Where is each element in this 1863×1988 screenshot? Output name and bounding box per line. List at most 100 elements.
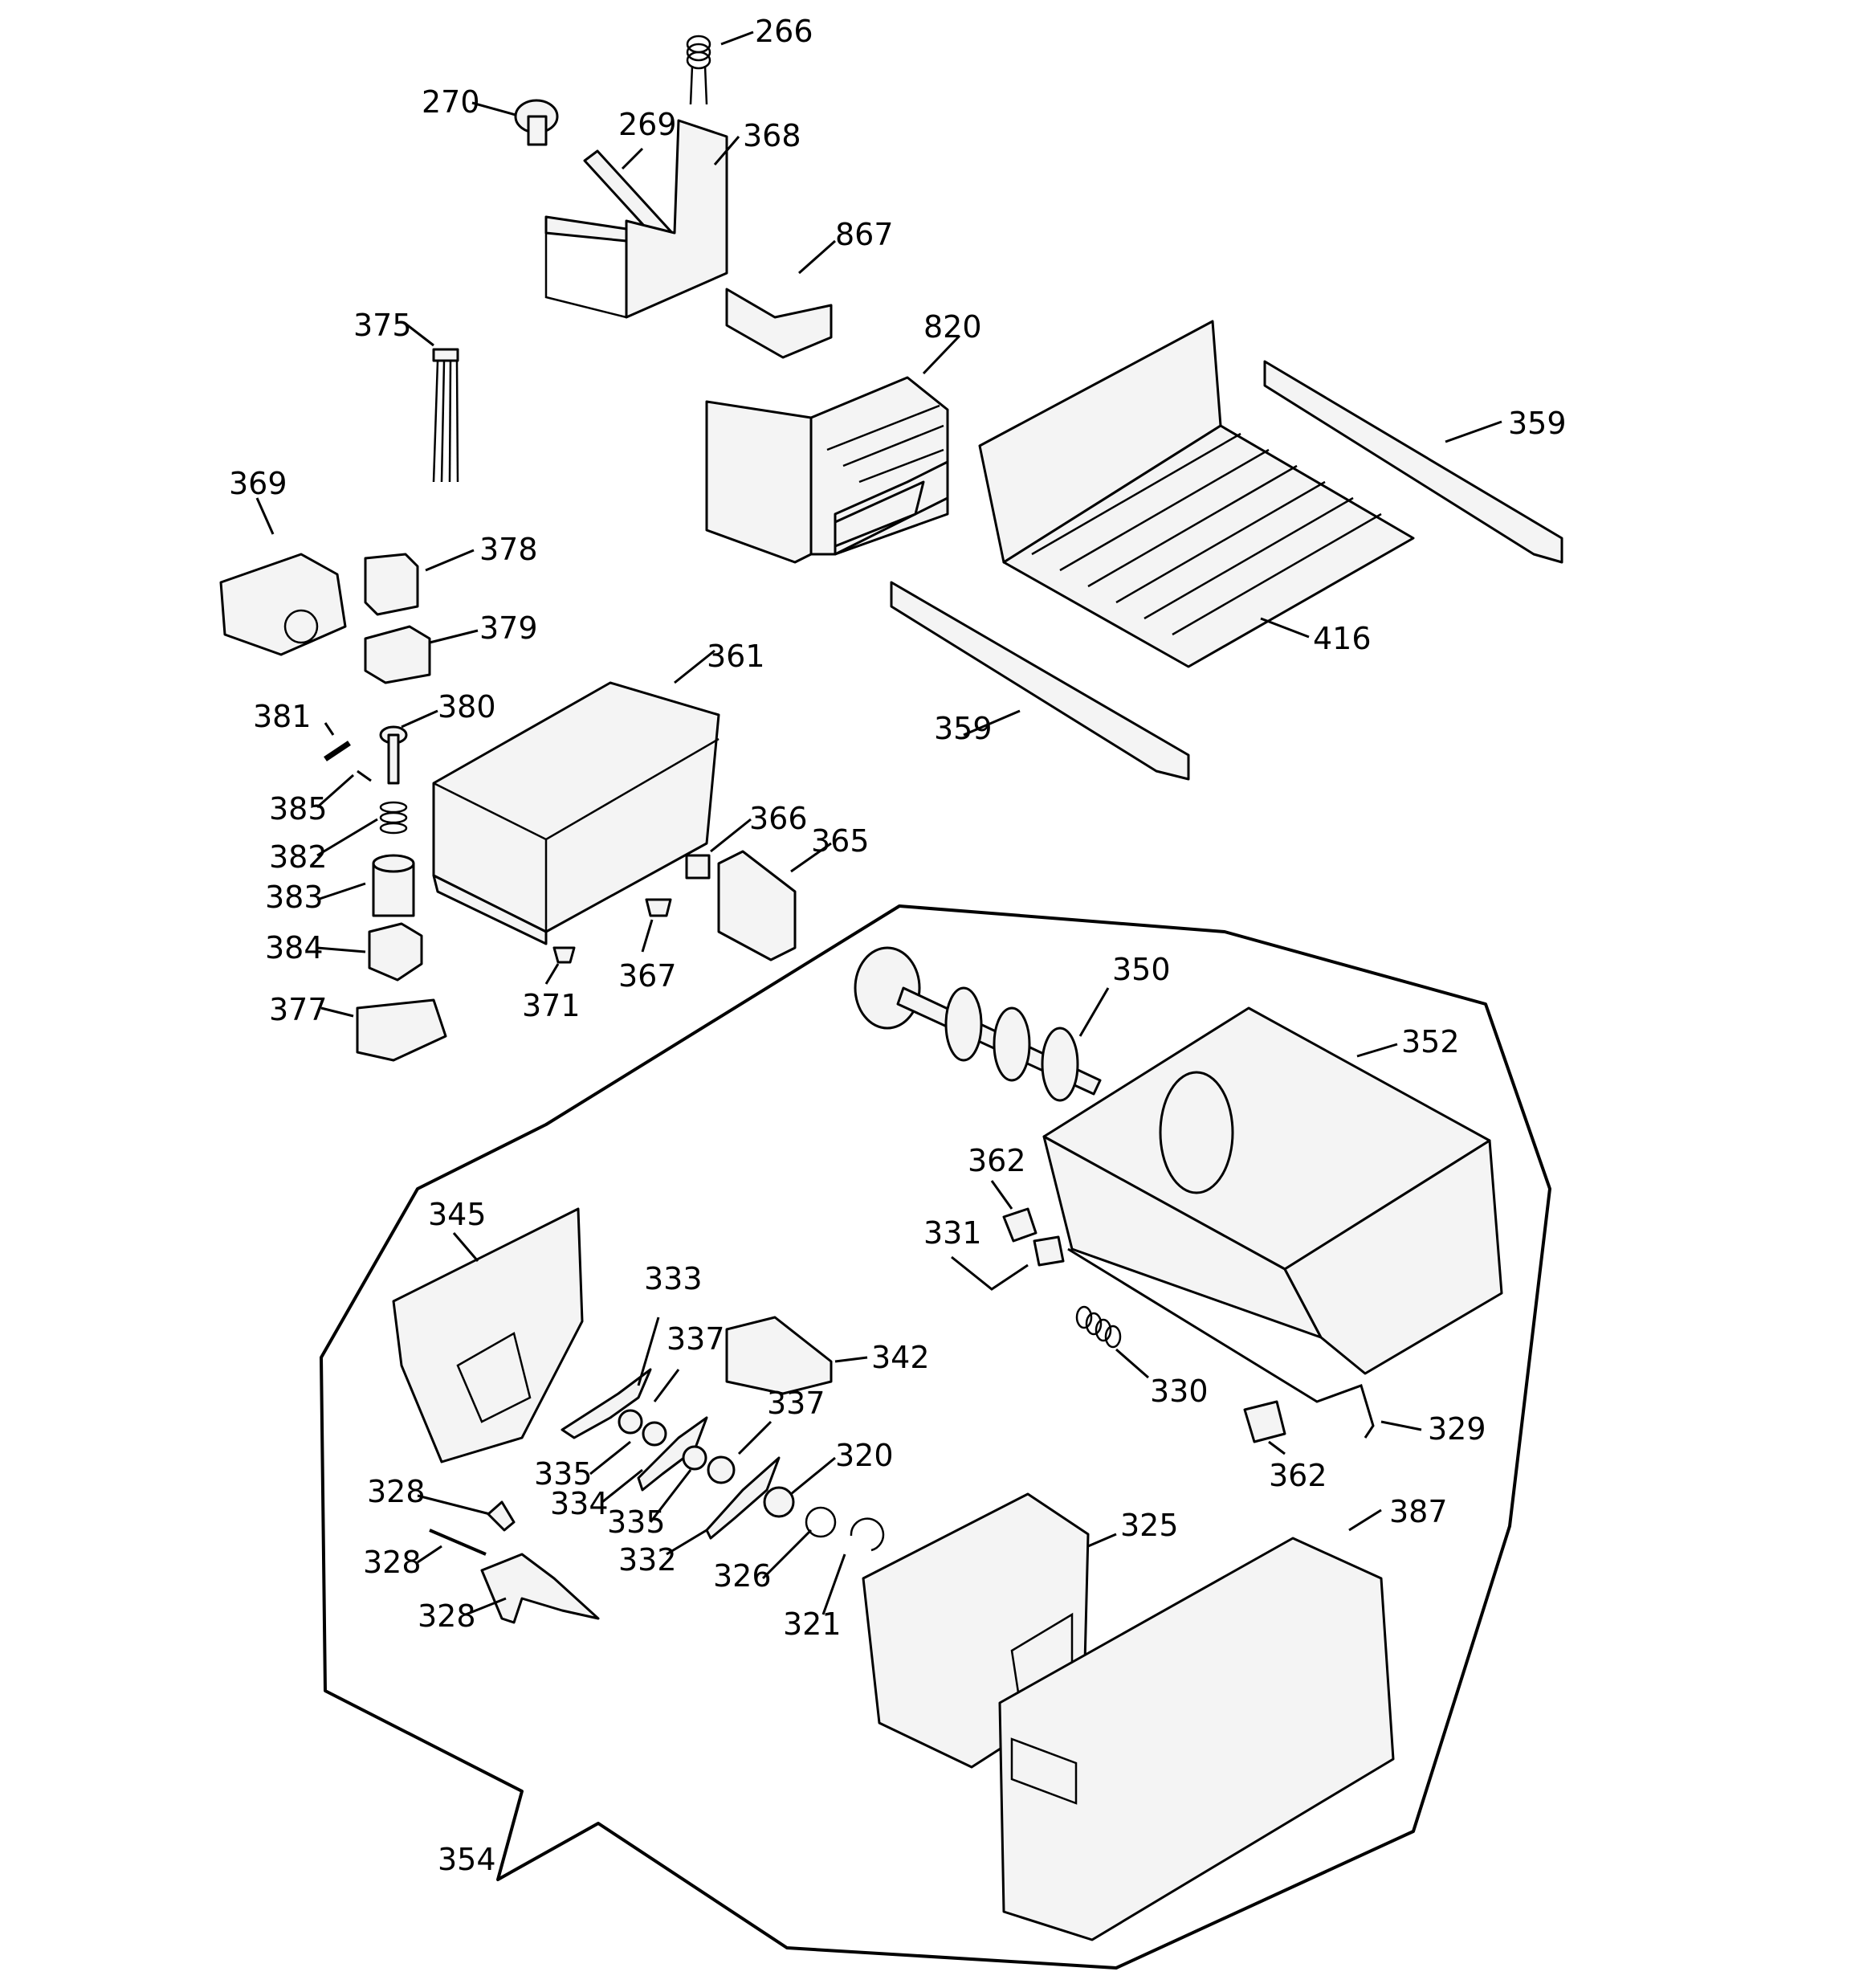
assembly-354-outline xyxy=(320,904,1551,1970)
part-350-auger xyxy=(854,946,1102,1102)
part-320-bearing xyxy=(763,1486,795,1518)
callout-331: 331 xyxy=(923,1215,982,1251)
callout-333: 333 xyxy=(644,1261,703,1296)
part-342-cam xyxy=(725,1316,833,1395)
callout-365: 365 xyxy=(811,823,870,859)
callout-350: 350 xyxy=(1112,952,1171,987)
part-387-door xyxy=(998,1537,1395,1941)
part-365-guard xyxy=(717,850,797,961)
callout-335-upper: 335 xyxy=(534,1456,593,1492)
part-383-sleeve xyxy=(372,854,415,917)
callout-387: 387 xyxy=(1389,1494,1448,1529)
callout-379: 379 xyxy=(479,610,538,646)
part-367-screw xyxy=(645,898,672,917)
part-378-solenoid xyxy=(364,553,419,616)
part-337-washer-a xyxy=(618,1409,643,1435)
part-368-bracket xyxy=(544,119,728,319)
part-332-blade xyxy=(705,1456,781,1540)
part-366-clip xyxy=(685,854,711,880)
part-352-bucket xyxy=(1042,1006,1503,1375)
part-820-ice-maker xyxy=(705,376,949,564)
callout-334: 334 xyxy=(550,1486,609,1521)
part-266-spring xyxy=(686,35,711,105)
part-377-bracket xyxy=(356,998,447,1062)
callout-342: 342 xyxy=(871,1340,930,1375)
part-328-lever xyxy=(480,1553,600,1624)
callout-385: 385 xyxy=(269,791,328,827)
part-331-clip xyxy=(1033,1235,1065,1267)
callout-416: 416 xyxy=(1313,621,1372,656)
callout-328-top: 328 xyxy=(367,1474,426,1509)
callout-270: 270 xyxy=(422,84,480,120)
callout-382: 382 xyxy=(269,839,328,875)
callout-330: 330 xyxy=(1150,1374,1209,1409)
part-329-rod xyxy=(1067,1247,1375,1439)
callout-335-lower: 335 xyxy=(607,1504,666,1540)
callout-269: 269 xyxy=(618,107,677,142)
callout-367: 367 xyxy=(618,958,677,994)
callout-383: 383 xyxy=(265,880,324,915)
part-326-ring xyxy=(805,1506,837,1538)
callout-337-upper: 337 xyxy=(667,1321,725,1357)
part-335-washer-a xyxy=(642,1421,667,1447)
part-380-plunger xyxy=(379,725,408,785)
part-359-rail-lower xyxy=(890,581,1190,781)
callout-352: 352 xyxy=(1401,1024,1460,1059)
callout-378: 378 xyxy=(479,532,538,567)
callout-328-middle: 328 xyxy=(363,1545,422,1580)
part-375-harness xyxy=(432,348,459,483)
callout-345: 345 xyxy=(428,1197,487,1232)
callout-381: 381 xyxy=(253,699,312,734)
callout-359-lower: 359 xyxy=(934,711,993,746)
callout-369: 369 xyxy=(229,466,287,501)
callout-361: 361 xyxy=(707,639,765,674)
callout-266: 266 xyxy=(755,14,813,49)
part-328-spring-clip xyxy=(487,1500,516,1532)
part-270-fitting xyxy=(514,99,559,146)
part-362-clip-b xyxy=(1243,1400,1286,1443)
part-369-motor xyxy=(219,553,347,656)
part-333-blade xyxy=(561,1368,652,1439)
part-384-bracket xyxy=(368,922,423,982)
leader-lines xyxy=(255,31,1502,1616)
callout-384: 384 xyxy=(265,930,324,965)
callout-377: 377 xyxy=(269,992,328,1027)
part-382-spring xyxy=(379,801,408,835)
part-362-clip-a xyxy=(1002,1207,1037,1243)
part-337-washer-b xyxy=(707,1455,736,1484)
part-328-pin xyxy=(429,1529,487,1556)
callout-375: 375 xyxy=(353,308,412,343)
part-385-pin xyxy=(357,769,372,782)
callout-326: 326 xyxy=(713,1558,772,1594)
callout-labels: 266 270 269 368 867 375 820 359 369 378 … xyxy=(229,14,1567,1877)
callout-321: 321 xyxy=(783,1606,842,1642)
part-381-pin xyxy=(324,741,351,761)
callout-867: 867 xyxy=(835,217,894,252)
callout-359-upper: 359 xyxy=(1508,406,1567,441)
part-371-screw xyxy=(552,946,576,964)
callout-320: 320 xyxy=(835,1438,894,1473)
callout-371: 371 xyxy=(522,988,581,1023)
callout-332: 332 xyxy=(618,1542,677,1578)
callout-366: 366 xyxy=(749,801,808,836)
callout-337-lower: 337 xyxy=(767,1386,826,1421)
callout-328-bottom: 328 xyxy=(418,1598,476,1634)
callout-380: 380 xyxy=(438,689,496,725)
callout-325: 325 xyxy=(1120,1508,1179,1543)
callout-329: 329 xyxy=(1428,1411,1486,1447)
callout-362-upper: 362 xyxy=(968,1143,1026,1178)
part-359-rail-upper xyxy=(1263,360,1563,564)
part-867-tray xyxy=(725,288,833,359)
callout-368: 368 xyxy=(743,118,801,153)
callout-820: 820 xyxy=(923,309,982,345)
part-379-block xyxy=(364,625,431,684)
callout-362-lower: 362 xyxy=(1269,1458,1327,1493)
part-345-cover xyxy=(392,1207,584,1463)
part-416-shelf xyxy=(978,320,1415,668)
callout-354: 354 xyxy=(438,1842,496,1877)
part-321-clip xyxy=(850,1517,885,1552)
part-330-spring xyxy=(1075,1305,1122,1349)
part-335-washer-b xyxy=(682,1445,707,1471)
part-361-housing xyxy=(432,681,720,945)
